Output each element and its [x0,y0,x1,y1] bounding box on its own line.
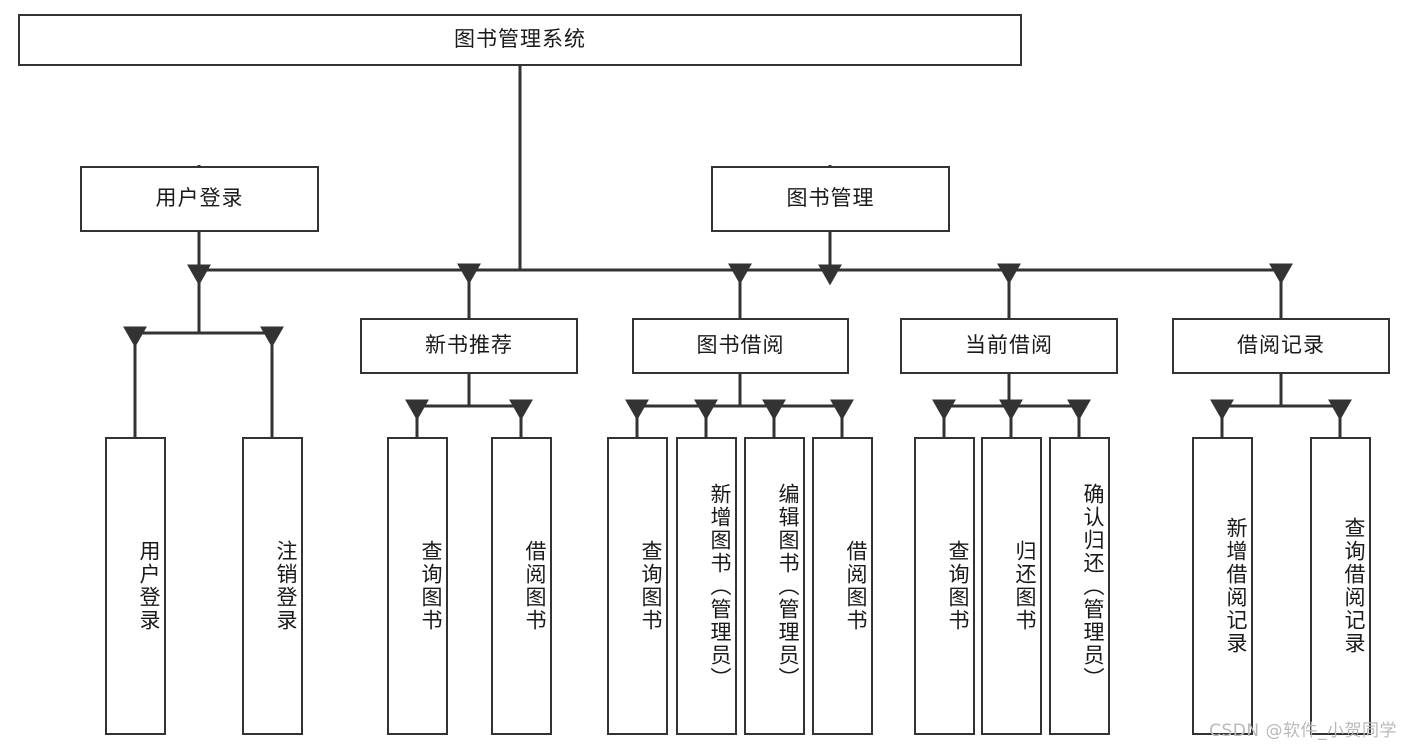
node-leaf-return-book-label: 归还图书 [1013,540,1037,632]
node-leaf-borrow-book-2-label: 借阅图书 [844,540,868,632]
node-book-borrow[interactable]: 图书借阅 [632,318,849,374]
csdn-watermark: CSDN @软件_小贺同学 [1209,721,1397,741]
node-leaf-user-login[interactable]: 用户登录 [105,437,166,735]
node-leaf-add-record[interactable]: 新增借阅记录 [1192,437,1253,735]
node-leaf-query-book-3[interactable]: 查询图书 [914,437,975,735]
node-leaf-query-book-3-label: 查询图书 [946,540,970,632]
node-leaf-borrow-book-1[interactable]: 借阅图书 [491,437,552,735]
node-leaf-add-book-label: 新增图书（管理员） [708,482,732,690]
node-user-login[interactable]: 用户登录 [80,166,319,232]
node-leaf-user-logout[interactable]: 注销登录 [242,437,303,735]
node-leaf-query-book-1[interactable]: 查询图书 [387,437,448,735]
node-leaf-borrow-book-1-label: 借阅图书 [523,540,547,632]
node-current-borrow-label: 当前借阅 [965,333,1053,358]
node-leaf-query-record[interactable]: 查询借阅记录 [1310,437,1371,735]
node-current-borrow[interactable]: 当前借阅 [900,318,1118,374]
node-user-login-label: 用户登录 [155,186,244,211]
node-leaf-borrow-book-2[interactable]: 借阅图书 [812,437,873,735]
node-leaf-query-book-2[interactable]: 查询图书 [607,437,668,735]
node-book-mgmt[interactable]: 图书管理 [711,166,950,232]
node-book-borrow-label: 图书借阅 [696,333,785,358]
node-book-mgmt-label: 图书管理 [786,186,875,211]
node-leaf-user-logout-label: 注销登录 [274,540,298,632]
node-leaf-user-login-label: 用户登录 [137,540,161,632]
node-root[interactable]: 图书管理系统 [18,14,1022,66]
node-leaf-add-book[interactable]: 新增图书（管理员） [676,437,737,735]
node-leaf-edit-book[interactable]: 编辑图书（管理员） [744,437,805,735]
node-new-book-rec-label: 新书推荐 [425,333,513,358]
node-leaf-query-record-label: 查询借阅记录 [1342,517,1366,655]
node-leaf-return-book[interactable]: 归还图书 [981,437,1042,735]
node-leaf-confirm-return-label: 确认归还（管理员） [1081,482,1105,690]
node-borrow-record[interactable]: 借阅记录 [1172,318,1390,374]
node-leaf-edit-book-label: 编辑图书（管理员） [776,482,800,690]
node-borrow-record-label: 借阅记录 [1237,333,1325,358]
node-leaf-add-record-label: 新增借阅记录 [1224,517,1248,655]
node-root-label: 图书管理系统 [454,27,586,52]
node-leaf-query-book-2-label: 查询图书 [639,540,663,632]
node-new-book-rec[interactable]: 新书推荐 [360,318,578,374]
node-leaf-confirm-return[interactable]: 确认归还（管理员） [1049,437,1110,735]
node-leaf-query-book-1-label: 查询图书 [419,540,443,632]
